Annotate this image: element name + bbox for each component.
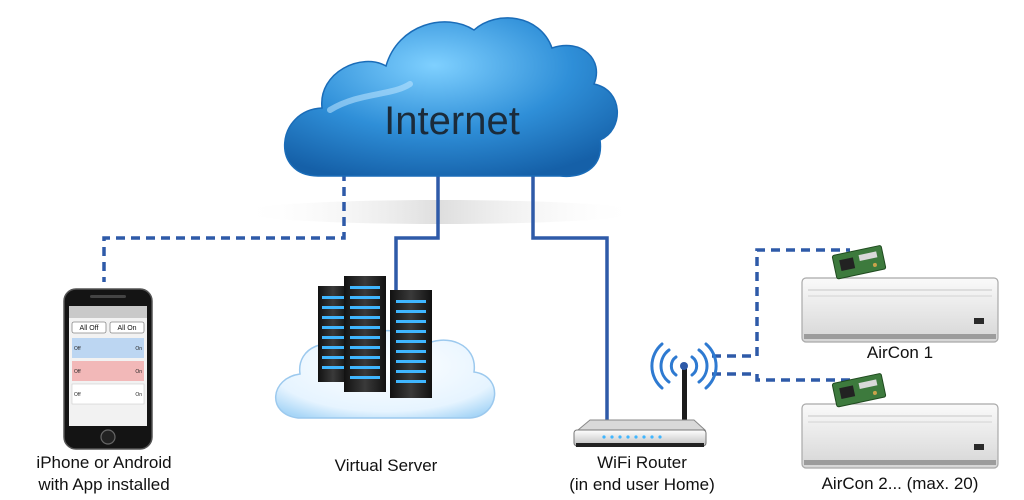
aircon1-caption-text: AirCon 1 xyxy=(866,343,934,362)
row2-on-label: On xyxy=(135,369,142,375)
server-rack-icon xyxy=(318,276,432,398)
row1-on-label: On xyxy=(135,346,142,352)
aircon-2 xyxy=(801,373,999,469)
link-server-internet xyxy=(394,176,440,300)
cloud-label: Internet xyxy=(384,99,520,143)
home-button-icon xyxy=(100,429,116,445)
aircon1-caption: AirCon 1 xyxy=(802,342,998,364)
cloud-icon xyxy=(283,17,618,178)
server-caption: Virtual Server xyxy=(286,455,486,477)
row2-off-label: Off xyxy=(74,369,81,375)
aircon-1 xyxy=(801,245,999,343)
router-caption-line1: WiFi Router xyxy=(597,453,687,472)
phone-device: All Off All On Off On Off On Off On xyxy=(63,288,153,450)
link-router-internet xyxy=(531,174,609,420)
links xyxy=(102,172,850,420)
phone-caption: iPhone or Android with App installed xyxy=(4,452,204,496)
internet-cloud: Internet xyxy=(283,17,618,178)
aircon2-caption-text: AirCon 2... (max. 20) xyxy=(821,474,979,493)
phone-caption-line1: iPhone or Android xyxy=(36,453,172,472)
virtual-server xyxy=(275,276,496,419)
link-router-aircon1 xyxy=(712,248,850,358)
wifi-module-icon xyxy=(831,245,887,280)
phone-row-3 xyxy=(71,383,145,405)
row1-off-label: Off xyxy=(74,346,81,352)
wifi-router xyxy=(573,342,718,447)
link-phone-internet xyxy=(102,172,346,282)
wifi-signal-icon xyxy=(650,342,718,390)
all-on-label: All On xyxy=(117,325,136,332)
row3-off-label: Off xyxy=(74,392,81,398)
router-caption: WiFi Router (in end user Home) xyxy=(537,452,747,496)
phone-row-1 xyxy=(72,338,144,358)
router-lights xyxy=(602,435,662,439)
router-antenna-icon xyxy=(682,368,687,422)
all-on-button[interactable] xyxy=(109,321,145,334)
phone-row-2 xyxy=(72,361,144,381)
cloud-shadow xyxy=(240,200,640,224)
all-off-label: All Off xyxy=(80,325,99,332)
aircon1-body xyxy=(801,277,999,343)
wifi-module-icon xyxy=(831,373,887,408)
aircon2-caption: AirCon 2... (max. 20) xyxy=(790,473,1010,495)
phone-caption-line2: with App installed xyxy=(38,475,170,494)
link-router-aircon2 xyxy=(712,372,850,382)
row3-on-label: On xyxy=(135,392,142,398)
server-caption-text: Virtual Server xyxy=(334,456,438,475)
aircon2-body xyxy=(801,403,999,469)
all-off-button[interactable] xyxy=(71,321,107,334)
router-caption-line2: (in end user Home) xyxy=(569,475,715,494)
